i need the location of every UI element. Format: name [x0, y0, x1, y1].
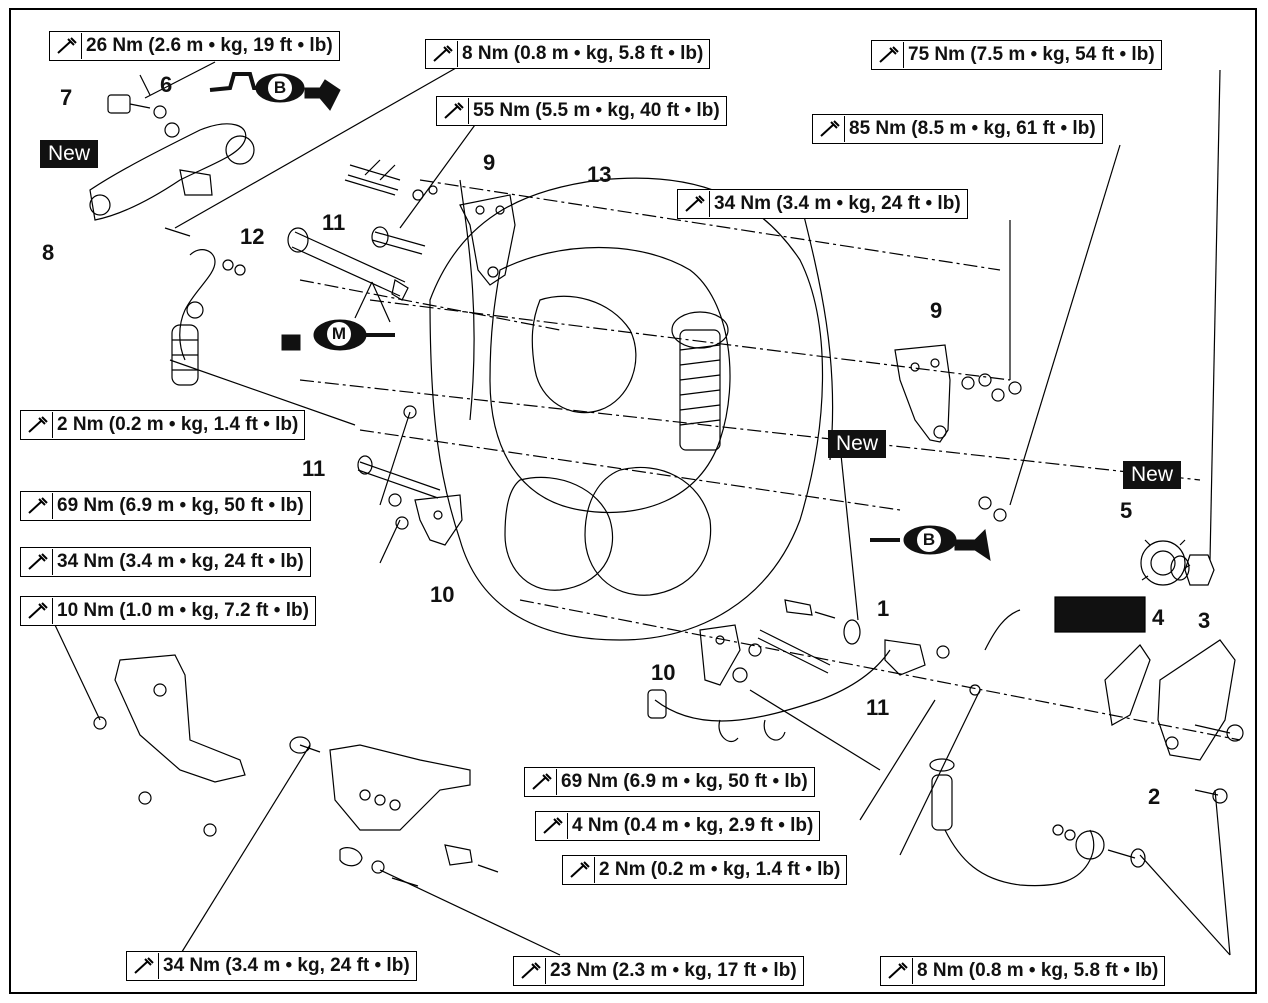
- torque-spec-box: 26 Nm (2.6 m • kg, 19 ft • lb): [49, 31, 340, 61]
- part-number: 3: [1198, 608, 1211, 633]
- part-number: 13: [587, 162, 612, 187]
- torque-spec-box: 34 Nm (3.4 m • kg, 24 ft • lb): [126, 951, 417, 981]
- lubricant-applicator-icon: B: [917, 528, 941, 552]
- wrench-icon: [681, 191, 710, 217]
- wrench-icon: [528, 769, 557, 795]
- wrench-icon: [24, 412, 53, 438]
- torque-spec-box: 69 Nm (6.9 m • kg, 50 ft • lb): [524, 767, 815, 797]
- wrench-icon: [816, 116, 845, 142]
- wrench-icon: [53, 33, 82, 59]
- part-number: 9: [930, 298, 943, 323]
- part-number: 9: [483, 150, 496, 175]
- torque-spec-box: 23 Nm (2.3 m • kg, 17 ft • lb): [513, 956, 804, 986]
- part-number: 10: [651, 660, 676, 685]
- wrench-icon: [24, 493, 53, 519]
- wrench-icon: [24, 598, 53, 624]
- torque-spec-box: 75 Nm (7.5 m • kg, 54 ft • lb): [871, 40, 1162, 70]
- torque-spec-box: 8 Nm (0.8 m • kg, 5.8 ft • lb): [880, 956, 1166, 986]
- new-part-tag: New: [828, 430, 887, 458]
- part-number: 1: [877, 596, 890, 621]
- wrench-icon: [440, 98, 469, 124]
- torque-spec-box: 4 Nm (0.4 m • kg, 2.9 ft • lb): [535, 811, 821, 841]
- torque-spec-box: 69 Nm (6.9 m • kg, 50 ft • lb): [20, 491, 311, 521]
- wrench-icon: [24, 549, 53, 575]
- part-number: 11: [302, 456, 326, 481]
- wrench-icon: [429, 41, 458, 67]
- wrench-icon: [884, 958, 913, 984]
- wrench-icon: [517, 958, 546, 984]
- new-part-tag: New: [40, 140, 99, 168]
- torque-spec-box: 85 Nm (8.5 m • kg, 61 ft • lb): [812, 114, 1103, 144]
- torque-spec-box: 55 Nm (5.5 m • kg, 40 ft • lb): [436, 96, 727, 126]
- diagram-frame: [9, 8, 1257, 994]
- part-number: 4: [1152, 605, 1165, 630]
- wrench-icon: [539, 813, 568, 839]
- lubricant-applicator-icon: B: [268, 76, 292, 100]
- torque-spec-box: 10 Nm (1.0 m • kg, 7.2 ft • lb): [20, 596, 316, 626]
- torque-spec-box: 34 Nm (3.4 m • kg, 24 ft • lb): [20, 547, 311, 577]
- torque-spec-box: 8 Nm (0.8 m • kg, 5.8 ft • lb): [425, 39, 711, 69]
- part-number: 8: [42, 240, 55, 265]
- part-number: 6: [160, 72, 173, 97]
- part-number: 2: [1148, 784, 1161, 809]
- part-number: 7: [60, 85, 73, 110]
- torque-spec-box: 2 Nm (0.2 m • kg, 1.4 ft • lb): [562, 855, 848, 885]
- new-part-tag: New: [1123, 461, 1182, 489]
- wrench-icon: [130, 953, 159, 979]
- wrench-icon: [875, 42, 904, 68]
- part-number: 10: [430, 582, 455, 607]
- torque-spec-box: 2 Nm (0.2 m • kg, 1.4 ft • lb): [20, 410, 306, 440]
- part-number: 11: [322, 210, 346, 235]
- part-number: 12: [240, 224, 265, 249]
- wrench-icon: [566, 857, 595, 883]
- torque-spec-box: 34 Nm (3.4 m • kg, 24 ft • lb): [677, 189, 968, 219]
- lubricant-applicator-icon: M: [327, 322, 351, 346]
- part-number: 11: [866, 695, 890, 720]
- part-number: 5: [1120, 498, 1133, 523]
